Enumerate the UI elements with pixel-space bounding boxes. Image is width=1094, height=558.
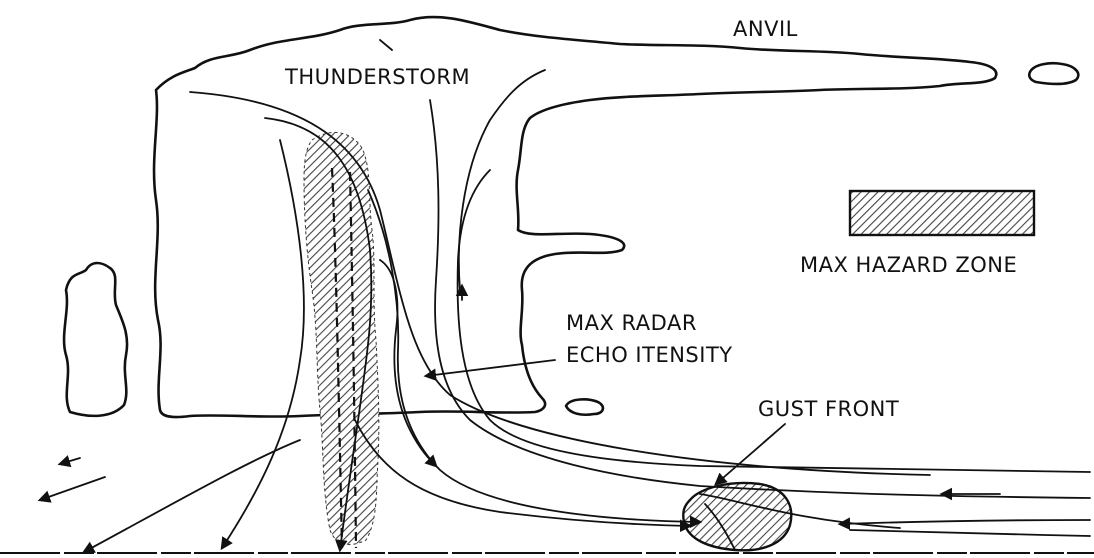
thunderstorm-label: THUNDERSTORM (284, 65, 470, 89)
flow-thunderstorm-center (430, 100, 1090, 498)
max-radar-label-line1: MAX RADAR (566, 311, 697, 335)
small-cloud-left (64, 263, 127, 416)
anvil-label: ANVIL (733, 17, 798, 41)
flow-upstream-3 (850, 530, 1090, 536)
gust-front-pointer (716, 424, 785, 484)
flow-lower-left-3 (60, 458, 80, 464)
max-radar-label-line2: ECHO ITENSITY (566, 343, 733, 367)
cloud-fragment-right (1029, 63, 1078, 84)
hazard-legend-box (850, 191, 1034, 235)
max-hazard-zone-label: MAX HAZARD ZONE (800, 253, 1017, 277)
flow-upstream-2 (840, 520, 1090, 524)
flow-lower-left-1 (84, 440, 300, 552)
flow-lower-mid (355, 420, 690, 526)
flow-lower-left-2 (40, 477, 105, 500)
gust-front-label: GUST FRONT (758, 397, 899, 421)
cloud-fragment-bottom (566, 399, 603, 414)
